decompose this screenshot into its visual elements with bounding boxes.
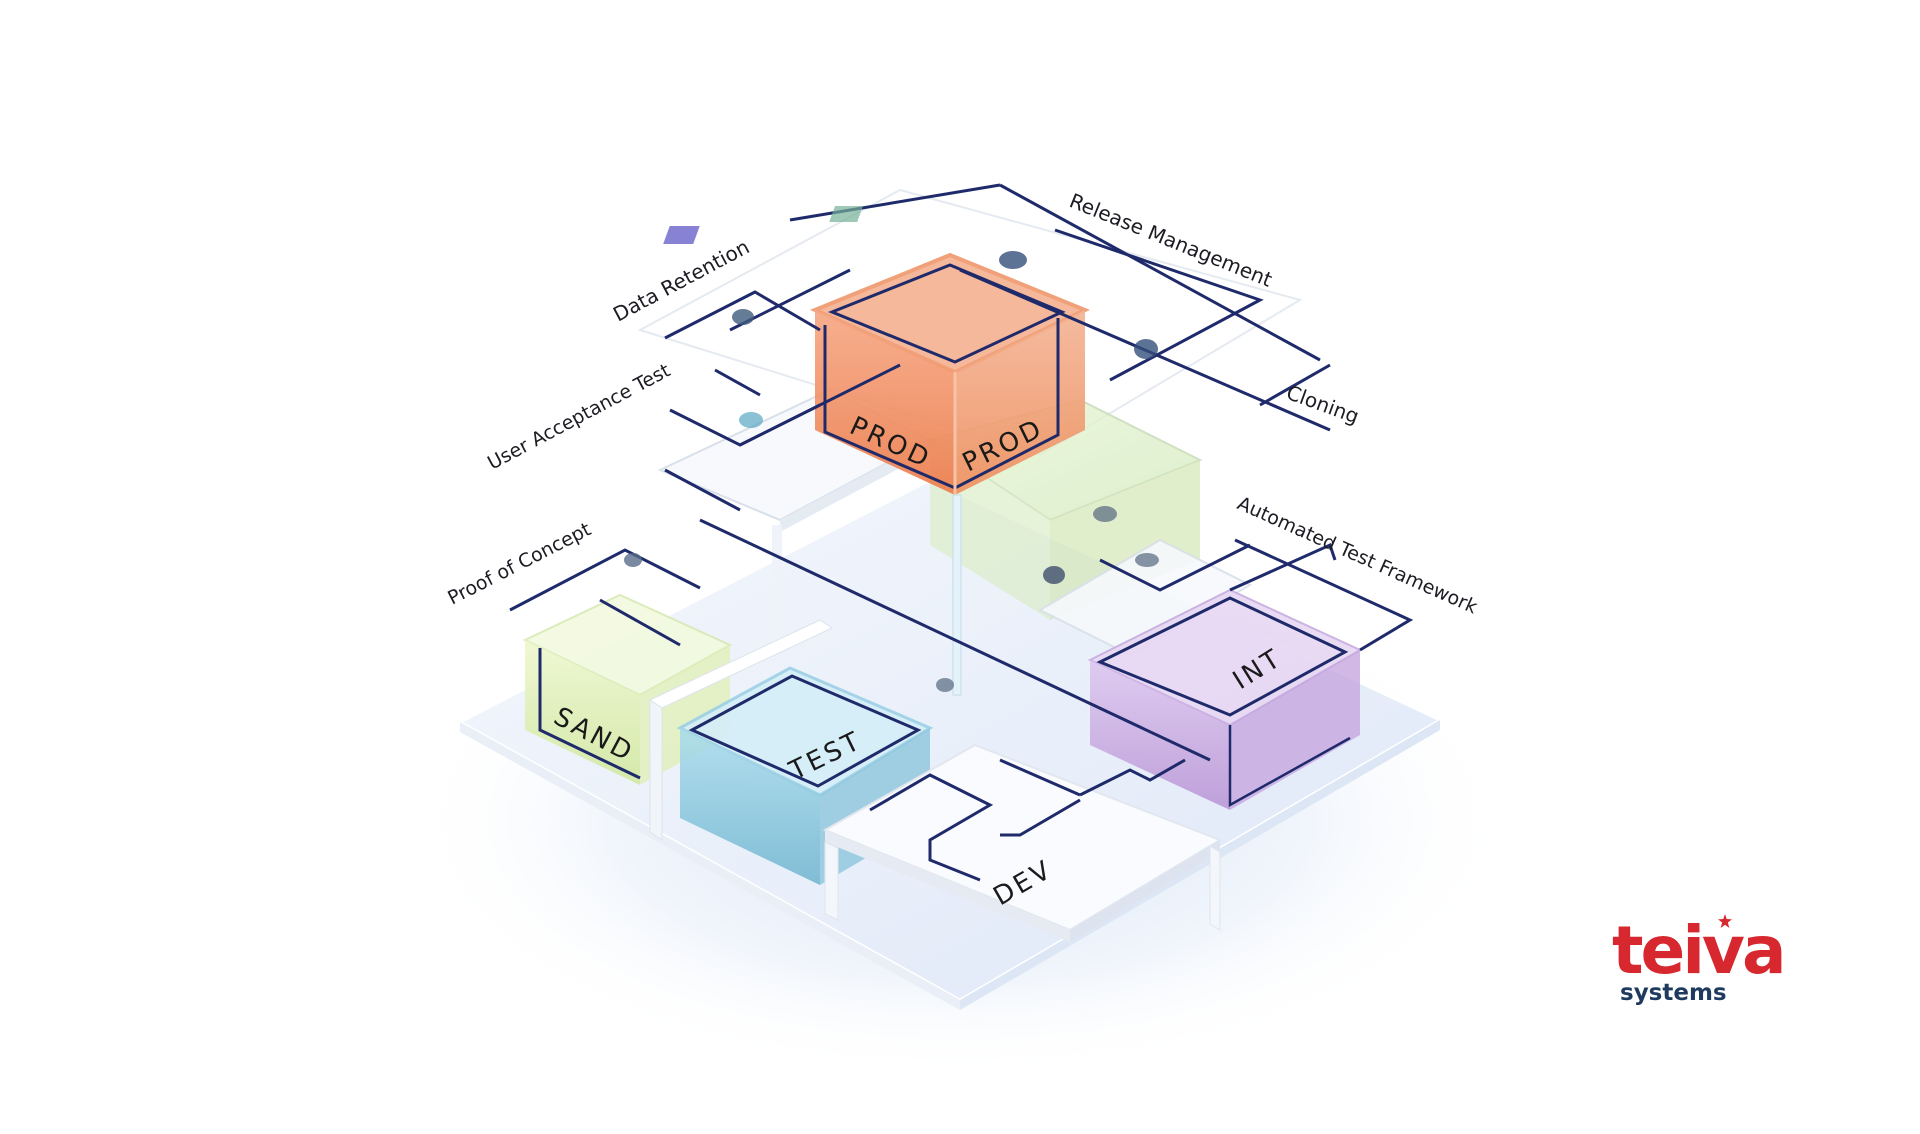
- chip-icon: [1043, 566, 1065, 584]
- chip-icon: [739, 412, 763, 428]
- chip-icon: [1135, 553, 1159, 567]
- chip-icons: [624, 206, 1159, 692]
- star-icon: [1718, 914, 1732, 928]
- chip-icon: [936, 678, 954, 692]
- env-slab-dev: [822, 743, 1223, 942]
- prod-pillar: [952, 494, 962, 696]
- chip-icon: [663, 226, 700, 244]
- chip-icon: [624, 553, 642, 567]
- label-proof-of-concept: Proof of Concept: [444, 518, 594, 609]
- chip-icon: [732, 309, 754, 325]
- label-cloning: Cloning: [1283, 380, 1362, 428]
- env-box-prod: [809, 252, 1090, 495]
- chip-icon: [999, 251, 1027, 269]
- automation-shelf: [1037, 538, 1253, 657]
- logo-tagline: systems: [1620, 980, 1727, 1006]
- teiva-logo: teiva systems: [1612, 912, 1812, 1006]
- chip-icon: [829, 206, 864, 222]
- env-box-int: [1087, 588, 1363, 810]
- separator-walls: [648, 619, 834, 841]
- label-user-acceptance-test: User Acceptance Test: [484, 360, 674, 475]
- logo-brand: teiva: [1612, 912, 1787, 989]
- chip-icon: [1093, 506, 1117, 522]
- chip-icon: [1134, 339, 1158, 359]
